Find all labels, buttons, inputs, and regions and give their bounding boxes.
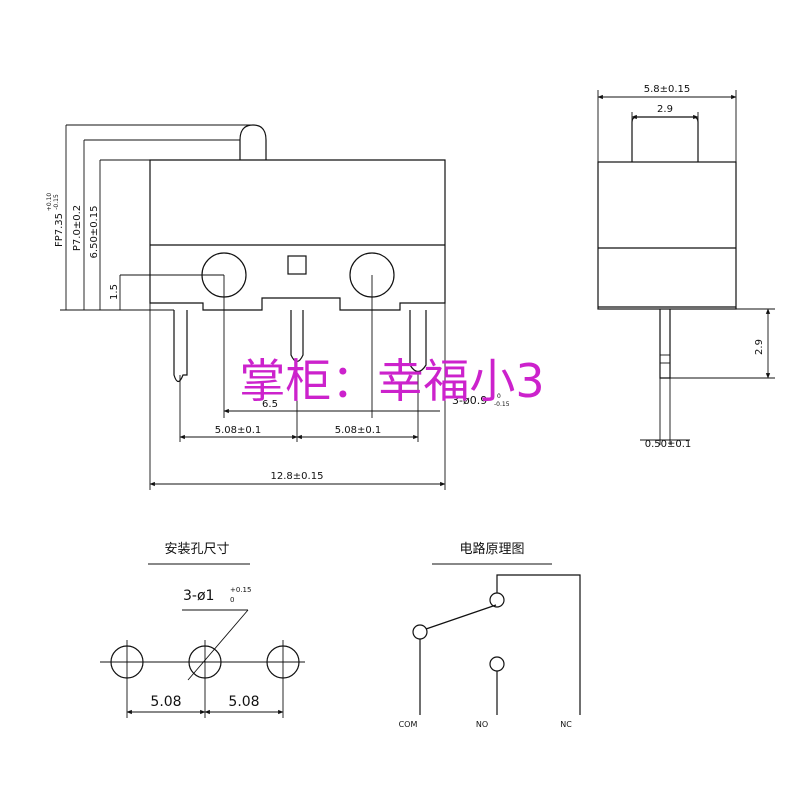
mount-pitch-right: 5.08 — [228, 694, 259, 710]
dim-p: P7.0±0.2 — [72, 205, 83, 251]
watermark-text: 掌柜：幸福小3 — [239, 354, 544, 408]
side-dim-actuator: 2.9 — [657, 104, 673, 115]
com-contact — [412, 624, 428, 640]
nc-contact — [489, 592, 505, 608]
side-dim-pin-thickness: 0.50±0.1 — [645, 439, 692, 450]
dim-65: 6.5 — [262, 399, 278, 410]
mounting-hole-spec: 3-ø1 — [183, 588, 214, 604]
label-com: COM — [399, 720, 418, 729]
side-dim-width: 5.8±0.15 — [644, 84, 691, 95]
dim-hole-tol-lower: -0.15 — [494, 401, 510, 408]
label-no: NO — [476, 720, 488, 729]
side-dim-pin-length: 2.9 — [754, 339, 765, 355]
side-view — [597, 90, 775, 445]
front-view: FP7.35 +0.10 -0.15 P7.0±0.2 6.50±0.15 1.… — [46, 124, 510, 490]
dim-fp-tol-upper: +0.10 — [46, 193, 53, 212]
circuit-diagram: 电路原理图 COM NO NC — [399, 541, 581, 729]
mount-pitch-left: 5.08 — [150, 694, 181, 710]
dim-650: 6.50±0.15 — [89, 206, 100, 259]
mounting-title: 安装孔尺寸 — [164, 542, 229, 557]
front-left-dimensions — [60, 124, 253, 311]
no-contact — [489, 656, 505, 672]
dim-fp-tol-lower: -0.15 — [53, 194, 60, 210]
switch-body — [149, 159, 446, 311]
mounting-holes: 安装孔尺寸 3-ø1 +0.15 0 5.08 5.08 — [100, 542, 305, 718]
label-nc: NC — [560, 720, 572, 729]
front-slot — [287, 255, 307, 275]
mounting-hole-tol-upper: +0.15 — [230, 586, 251, 594]
dim-fp: FP7.35 — [54, 213, 65, 247]
side-body — [597, 161, 737, 310]
dim-pitch-right: 5.08±0.1 — [335, 425, 382, 436]
dim-15: 1.5 — [109, 284, 120, 300]
circuit-title: 电路原理图 — [459, 541, 524, 557]
mounting-hole-tol-lower: 0 — [230, 596, 234, 604]
dim-hole: 3-ø0.9 — [452, 394, 487, 407]
dim-pitch-left: 5.08±0.1 — [215, 425, 262, 436]
front-bottom-dimensions — [149, 275, 446, 490]
dim-total-width: 12.8±0.15 — [271, 471, 324, 482]
dim-hole-tol-upper: 0 — [497, 393, 501, 400]
actuator-lever — [239, 124, 267, 160]
